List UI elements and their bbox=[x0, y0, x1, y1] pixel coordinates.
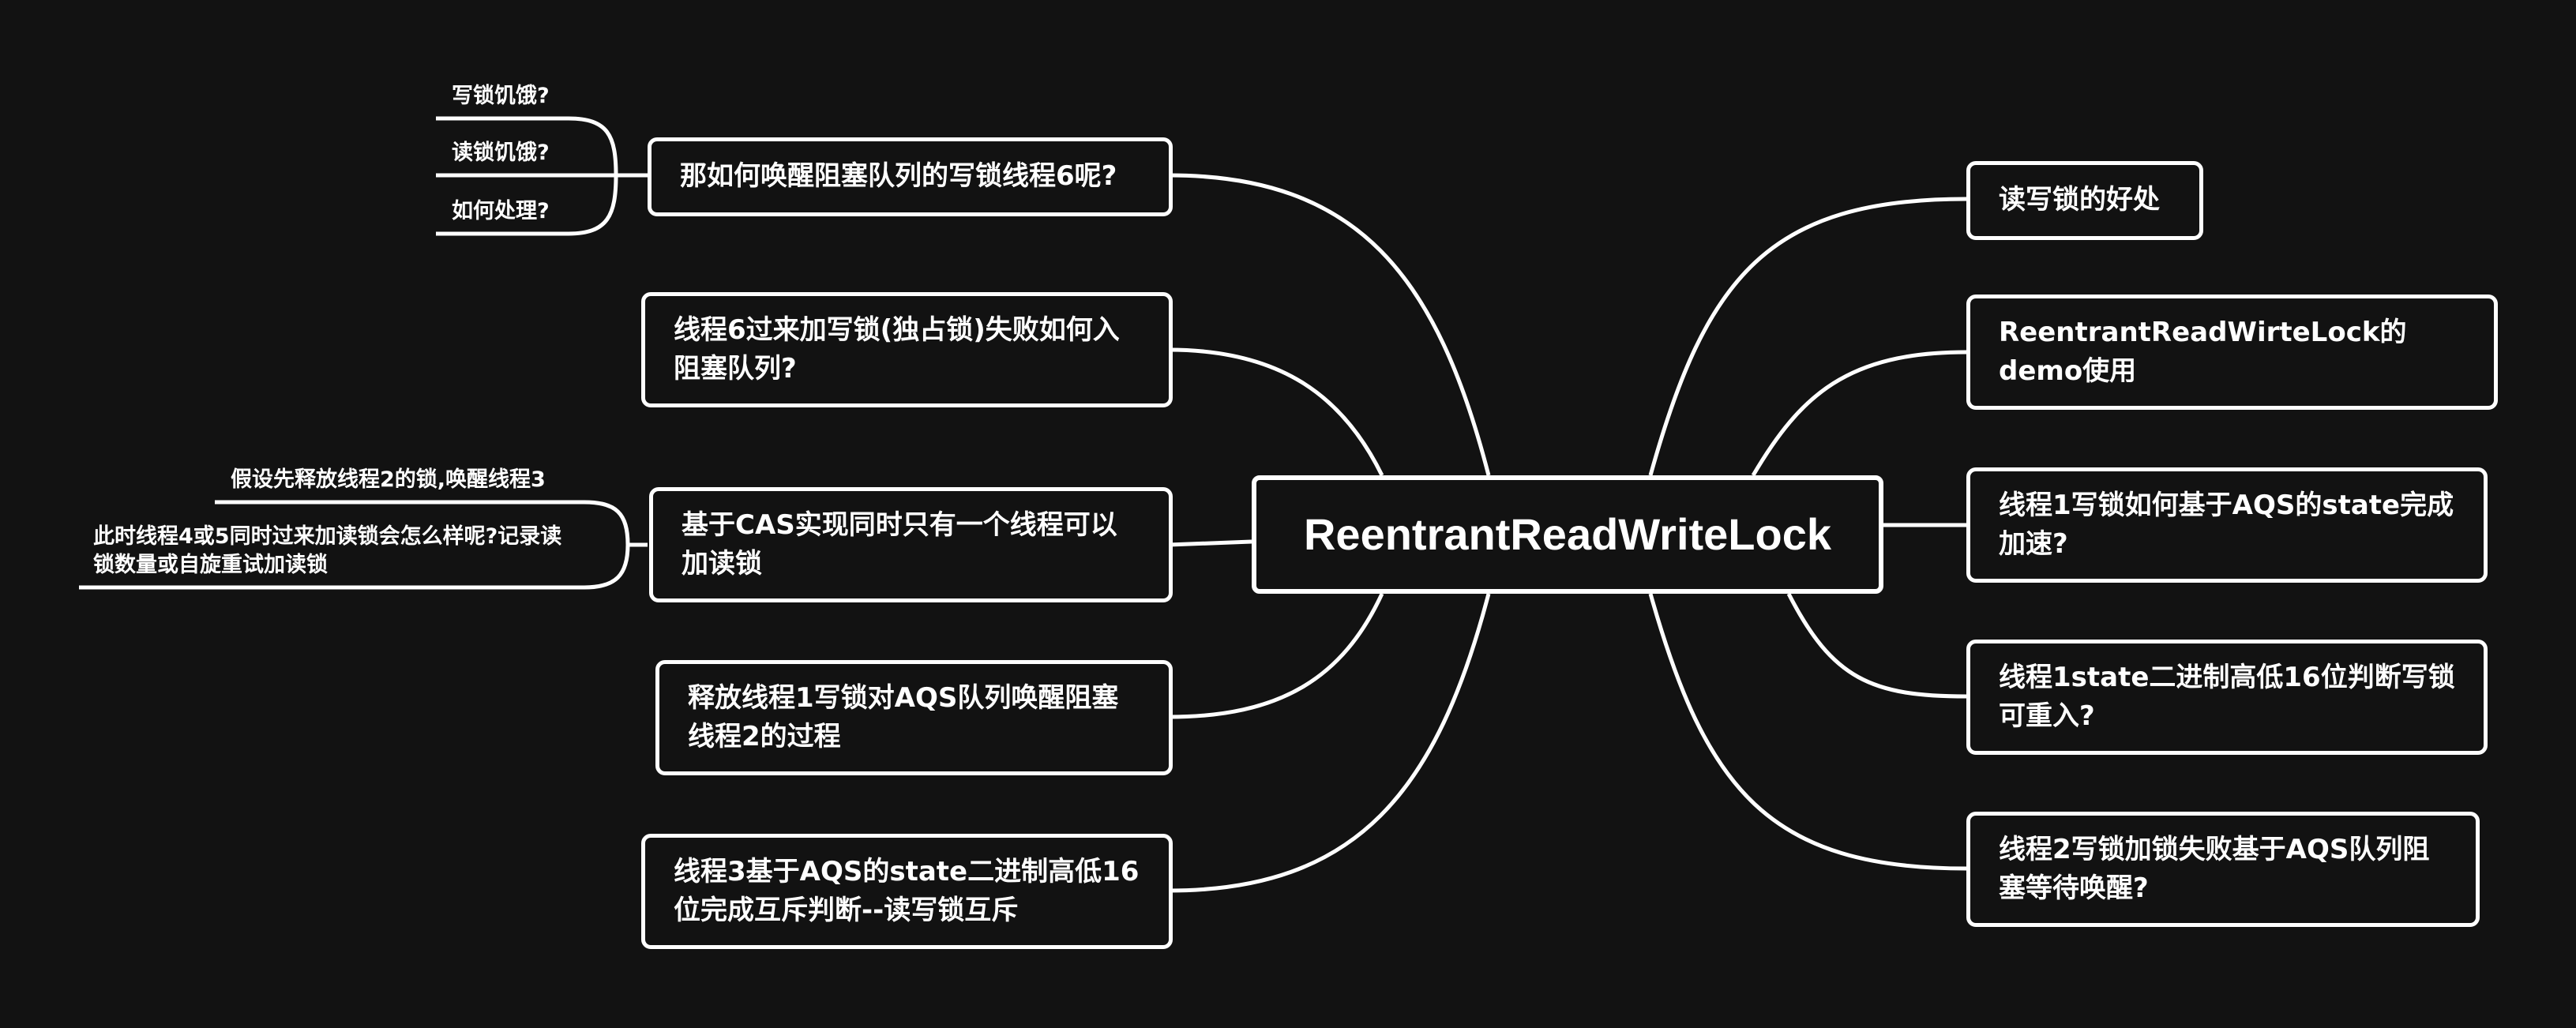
topic-thread6-enqueue[interactable]: 线程6过来加写锁(独占锁)失败如何入阻塞队列? bbox=[641, 292, 1173, 407]
topic-label: 释放线程1写锁对AQS队列唤醒阻塞线程2的过程 bbox=[688, 681, 1119, 752]
connector-right-1 bbox=[1648, 197, 1967, 476]
subtopic-write-starvation[interactable]: 写锁饥饿? bbox=[452, 82, 550, 111]
topic-label: 线程6过来加写锁(独占锁)失败如何入阻塞队列? bbox=[674, 313, 1120, 385]
subtopic-label: 写锁饥饿? bbox=[452, 84, 550, 108]
subtopic-label: 此时线程4或5同时过来加读锁会怎么样呢?记录读锁数量或自旋重试加读锁 bbox=[93, 524, 562, 578]
topic-rwlock-benefits[interactable]: 读写锁的好处 bbox=[1966, 161, 2203, 240]
subtopic-thread4-5-read-lock[interactable]: 此时线程4或5同时过来加读锁会怎么样呢?记录读锁数量或自旋重试加读锁 bbox=[93, 523, 567, 580]
connector-cas-2 bbox=[79, 544, 630, 590]
connector-right-5 bbox=[1648, 593, 1967, 871]
topic-label: 那如何唤醒阻塞队列的写锁线程6呢? bbox=[680, 160, 1117, 193]
topic-label: 读写锁的好处 bbox=[1999, 184, 2160, 216]
topic-label: 线程1state二进制高低16位判断写锁可重入? bbox=[1999, 661, 2455, 732]
central-topic-label: ReentrantReadWriteLock bbox=[1303, 509, 1831, 560]
subtopic-how-to-handle[interactable]: 如何处理? bbox=[452, 197, 550, 226]
connector-left-4 bbox=[1168, 592, 1384, 719]
subtopic-read-starvation[interactable]: 读锁饥饿? bbox=[452, 139, 550, 167]
subtopic-label: 如何处理? bbox=[452, 199, 550, 223]
topic-label: 线程1写锁如何基于AQS的state完成加速? bbox=[1999, 489, 2454, 560]
topic-cas-read-lock[interactable]: 基于CAS实现同时只有一个线程可以加读锁 bbox=[649, 487, 1173, 602]
topic-thread3-mutex[interactable]: 线程3基于AQS的state二进制高低16位完成互斥判断--读写锁互斥 bbox=[641, 834, 1173, 949]
topic-label: ReentrantReadWirteLock的demo使用 bbox=[1999, 316, 2407, 387]
topic-label: 基于CAS实现同时只有一个线程可以加读锁 bbox=[682, 508, 1117, 580]
topic-thread2-blocked[interactable]: 线程2写锁加锁失败基于AQS队列阻塞等待唤醒? bbox=[1966, 812, 2480, 927]
topic-demo-usage[interactable]: ReentrantReadWirteLock的demo使用 bbox=[1966, 295, 2498, 410]
topic-release-thread1[interactable]: 释放线程1写锁对AQS队列唤醒阻塞线程2的过程 bbox=[655, 660, 1173, 775]
connector-right-2 bbox=[1751, 350, 1967, 477]
topic-label: 线程3基于AQS的state二进制高低16位完成互斥判断--读写锁互斥 bbox=[674, 855, 1140, 926]
connector-left-2 bbox=[1168, 347, 1384, 477]
subtopic-label: 读锁饥饿? bbox=[452, 141, 550, 165]
connector-left-1 bbox=[1168, 173, 1491, 476]
connector-cas-1 bbox=[215, 500, 630, 546]
topic-wake-writer-thread6[interactable]: 那如何唤醒阻塞队列的写锁线程6呢? bbox=[648, 137, 1173, 216]
topic-thread1-write-lock[interactable]: 线程1写锁如何基于AQS的state完成加速? bbox=[1966, 467, 2488, 583]
central-topic[interactable]: ReentrantReadWriteLock bbox=[1252, 475, 1883, 594]
subtopic-label: 假设先释放线程2的锁,唤醒线程3 bbox=[231, 467, 546, 492]
connector-left-3 bbox=[1168, 539, 1252, 547]
subtopic-release-thread2[interactable]: 假设先释放线程2的锁,唤醒线程3 bbox=[231, 466, 546, 494]
connector-right-4 bbox=[1786, 592, 1967, 699]
topic-label: 线程2写锁加锁失败基于AQS队列阻塞等待唤醒? bbox=[1999, 833, 2430, 904]
connector-left-5 bbox=[1168, 593, 1491, 893]
connector-wake-3 bbox=[436, 174, 618, 236]
topic-thread1-reentrant[interactable]: 线程1state二进制高低16位判断写锁可重入? bbox=[1966, 640, 2488, 755]
connector-wake-1 bbox=[436, 116, 618, 176]
